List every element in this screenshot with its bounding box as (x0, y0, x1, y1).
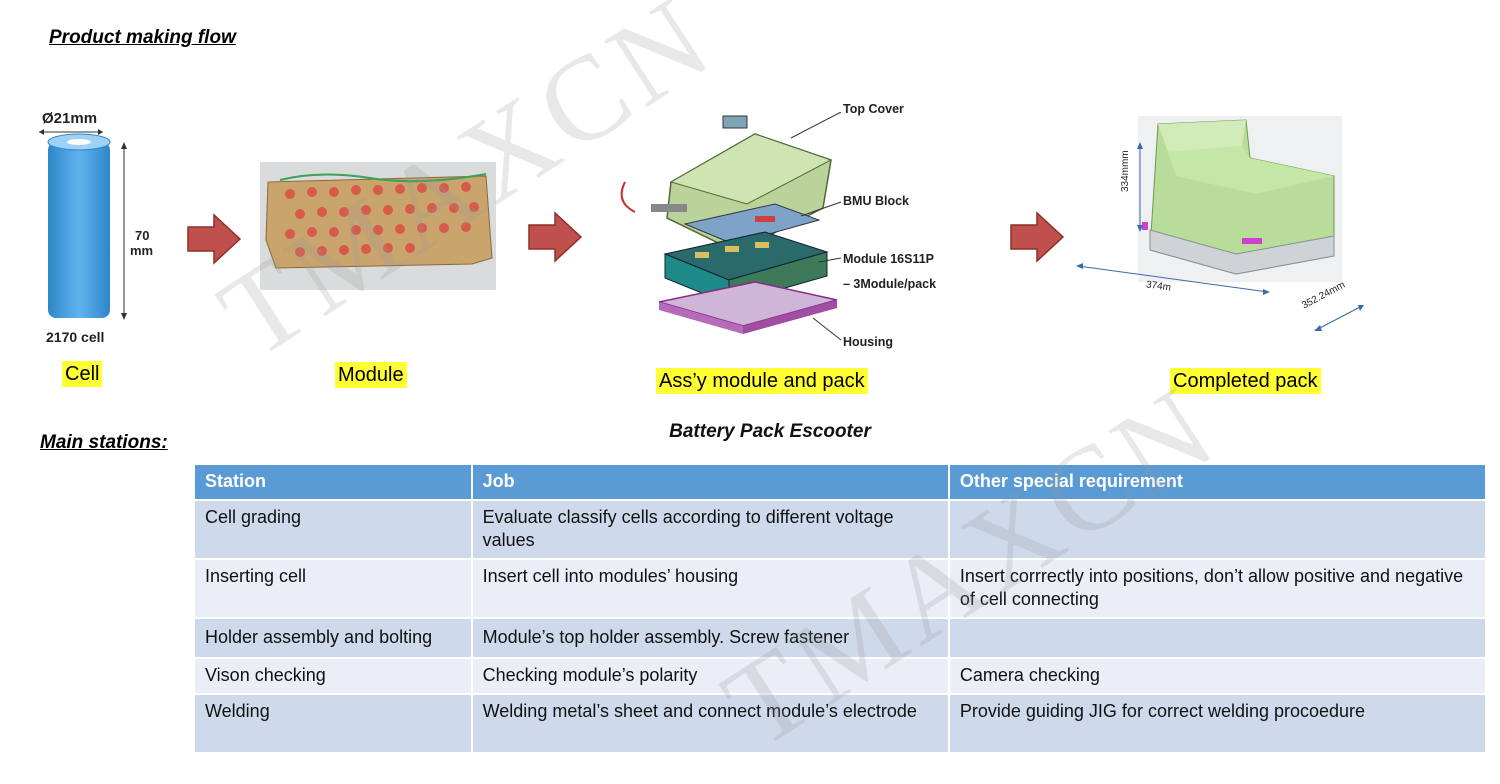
table-row: Welding Welding metal’s sheet and connec… (193, 693, 1488, 754)
assembly-caption: Ass’y module and pack (656, 368, 868, 394)
column-header-job: Job (470, 463, 950, 501)
stations-table: Station Job Other special requirement Ce… (193, 463, 1488, 754)
product-flow-heading: Product making flow (49, 27, 236, 48)
cell-height-value: 70 (135, 228, 150, 243)
cell-caption: Cell (62, 361, 103, 387)
column-header-requirement: Other special requirement (947, 463, 1488, 501)
cell-name-label: 2170 cell (46, 329, 105, 345)
completed-pack-caption: Completed pack (1170, 368, 1321, 394)
column-header-station: Station (193, 463, 473, 501)
station-cell: Holder assembly and bolting (193, 617, 473, 659)
pack-height-dimension: 334mmm (1120, 150, 1131, 192)
station-cell: Inserting cell (193, 558, 473, 619)
job-cell: Checking module’s polarity (470, 657, 950, 695)
table-row: Vison checking Checking module’s polarit… (193, 657, 1488, 695)
table-row: Cell grading Evaluate classify cells acc… (193, 499, 1488, 560)
module-caption: Module (335, 362, 407, 388)
job-cell: Insert cell into modules’ housing (470, 558, 950, 619)
cell-diameter-label: Ø21mm (42, 110, 98, 127)
cell-illustration (39, 129, 127, 320)
station-cell: Vison checking (193, 657, 473, 695)
flow-arrow-icon (187, 213, 242, 265)
requirement-cell (947, 617, 1488, 659)
table-row: Holder assembly and bolting Module’s top… (193, 617, 1488, 659)
station-cell: Cell grading (193, 499, 473, 560)
flow-arrow-icon (1010, 211, 1065, 263)
requirement-cell: Insert corrrectly into positions, don’t … (947, 558, 1488, 619)
top-cover-label: Top Cover (843, 102, 904, 116)
completed-pack-illustration (1076, 116, 1364, 331)
main-stations-heading: Main stations: (40, 432, 168, 453)
requirement-cell: Camera checking (947, 657, 1488, 695)
module-count-label: – 3Module/pack (843, 277, 937, 291)
table-row: Inserting cell Insert cell into modules’… (193, 558, 1488, 619)
job-cell: Evaluate classify cells according to dif… (470, 499, 950, 560)
bmu-block-label: BMU Block (843, 194, 909, 208)
table-header-row: Station Job Other special requirement (193, 463, 1488, 501)
requirement-cell: Provide guiding JIG for correct welding … (947, 693, 1488, 754)
module-illustration (260, 162, 496, 290)
job-cell: Module’s top holder assembly. Screw fast… (470, 617, 950, 659)
cell-height-unit: mm (130, 243, 154, 258)
station-cell: Welding (193, 693, 473, 754)
job-cell: Welding metal’s sheet and connect module… (470, 693, 950, 754)
module-spec-label: Module 16S11P (843, 252, 935, 266)
flow-arrow-icon (528, 211, 583, 263)
housing-label: Housing (843, 335, 893, 349)
requirement-cell (947, 499, 1488, 560)
assembly-exploded-illustration (620, 112, 842, 341)
battery-pack-subtitle: Battery Pack Escooter (669, 421, 871, 442)
